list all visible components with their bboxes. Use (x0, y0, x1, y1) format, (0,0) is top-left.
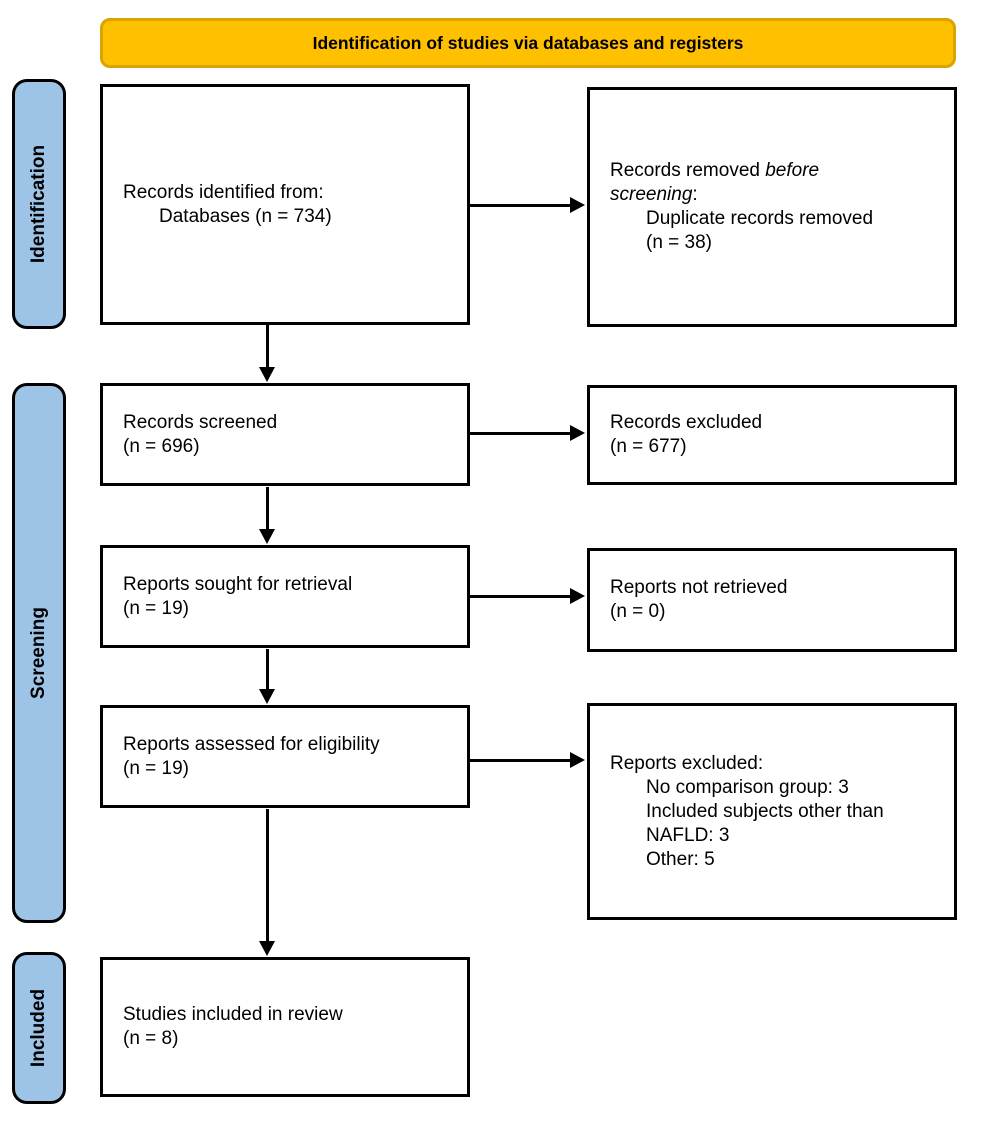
box-reports-assessed: Reports assessed for eligibility (n = 19… (100, 705, 470, 808)
box-line: Reports sought for retrieval (123, 573, 353, 595)
arrowhead-right-icon (570, 588, 585, 604)
box-line: No comparison group: 3 (646, 776, 849, 798)
box-line: Studies included in review (123, 1004, 343, 1025)
box-line: (n = 19) (123, 757, 190, 779)
arrow-sought-to-not-retrieved (470, 595, 570, 598)
arrow-identified-to-screened (266, 325, 269, 369)
box-line-text: Records removed (610, 160, 766, 181)
arrow-screened-to-sought (266, 487, 269, 530)
arrowhead-down-icon (259, 941, 275, 956)
box-studies-included: Studies included in review (n = 8) (100, 957, 470, 1097)
box-records-identified: Records identified from: Databases (n = … (100, 84, 470, 325)
arrowhead-down-icon (259, 367, 275, 382)
banner-title: Identification of studies via databases … (100, 18, 956, 68)
box-records-excluded: Records excluded (n = 677) (587, 385, 957, 485)
box-line: Records excluded (610, 412, 763, 433)
arrowhead-down-icon (259, 529, 275, 544)
arrow-assessed-to-reports-excluded (470, 759, 570, 762)
box-line: Reports excluded: (610, 752, 764, 774)
box-line-text-italic: screening (610, 184, 693, 205)
box-records-removed: Records removed before screening: Duplic… (587, 87, 957, 327)
banner-title-text: Identification of studies via databases … (312, 32, 744, 53)
box-reports-excluded: Reports excluded: No comparison group: 3… (587, 703, 957, 920)
box-line-text-italic: before (765, 160, 820, 181)
box-line: Included subjects other than (646, 800, 884, 822)
box-line: Records screened (123, 411, 278, 433)
box-reports-not-retrieved: Reports not retrieved (n = 0) (587, 548, 957, 652)
box-line: Reports not retrieved (610, 577, 788, 598)
arrowhead-right-icon (570, 197, 585, 213)
arrowhead-right-icon (570, 752, 585, 768)
stage-label-screening: Screening (12, 383, 66, 923)
box-line: Databases (n = 734) (159, 205, 332, 227)
stage-label-identification-text: Identification (28, 144, 50, 264)
arrow-sought-to-assessed (266, 649, 269, 690)
box-line: (n = 38) (646, 232, 713, 253)
box-line: (n = 677) (610, 436, 687, 457)
stage-label-identification: Identification (12, 79, 66, 329)
stage-label-screening-text: Screening (28, 607, 49, 699)
box-line: (n = 0) (610, 601, 666, 622)
box-records-screened: Records screened (n = 696) (100, 383, 470, 486)
box-line: Other: 5 (646, 848, 715, 870)
box-line: NAFLD: 3 (646, 824, 730, 846)
box-line: Reports assessed for eligibility (123, 733, 380, 755)
arrowhead-down-icon (259, 689, 275, 704)
stage-label-included: Included (12, 952, 66, 1104)
box-line: (n = 696) (123, 435, 200, 457)
box-line: Duplicate records removed (646, 208, 874, 229)
arrow-assessed-to-included (266, 809, 269, 942)
box-line: (n = 19) (123, 597, 190, 619)
box-line-text: : (692, 184, 698, 205)
box-line: Records removed before (610, 159, 944, 183)
box-line: Records identified from: (123, 181, 324, 203)
arrow-identified-to-removed (470, 204, 570, 207)
box-line: (n = 8) (123, 1028, 179, 1049)
box-reports-sought: Reports sought for retrieval (n = 19) (100, 545, 470, 648)
arrow-screened-to-excluded (470, 432, 570, 435)
arrowhead-right-icon (570, 425, 585, 441)
box-line: screening: (610, 183, 944, 207)
stage-label-included-text: Included (28, 988, 49, 1068)
